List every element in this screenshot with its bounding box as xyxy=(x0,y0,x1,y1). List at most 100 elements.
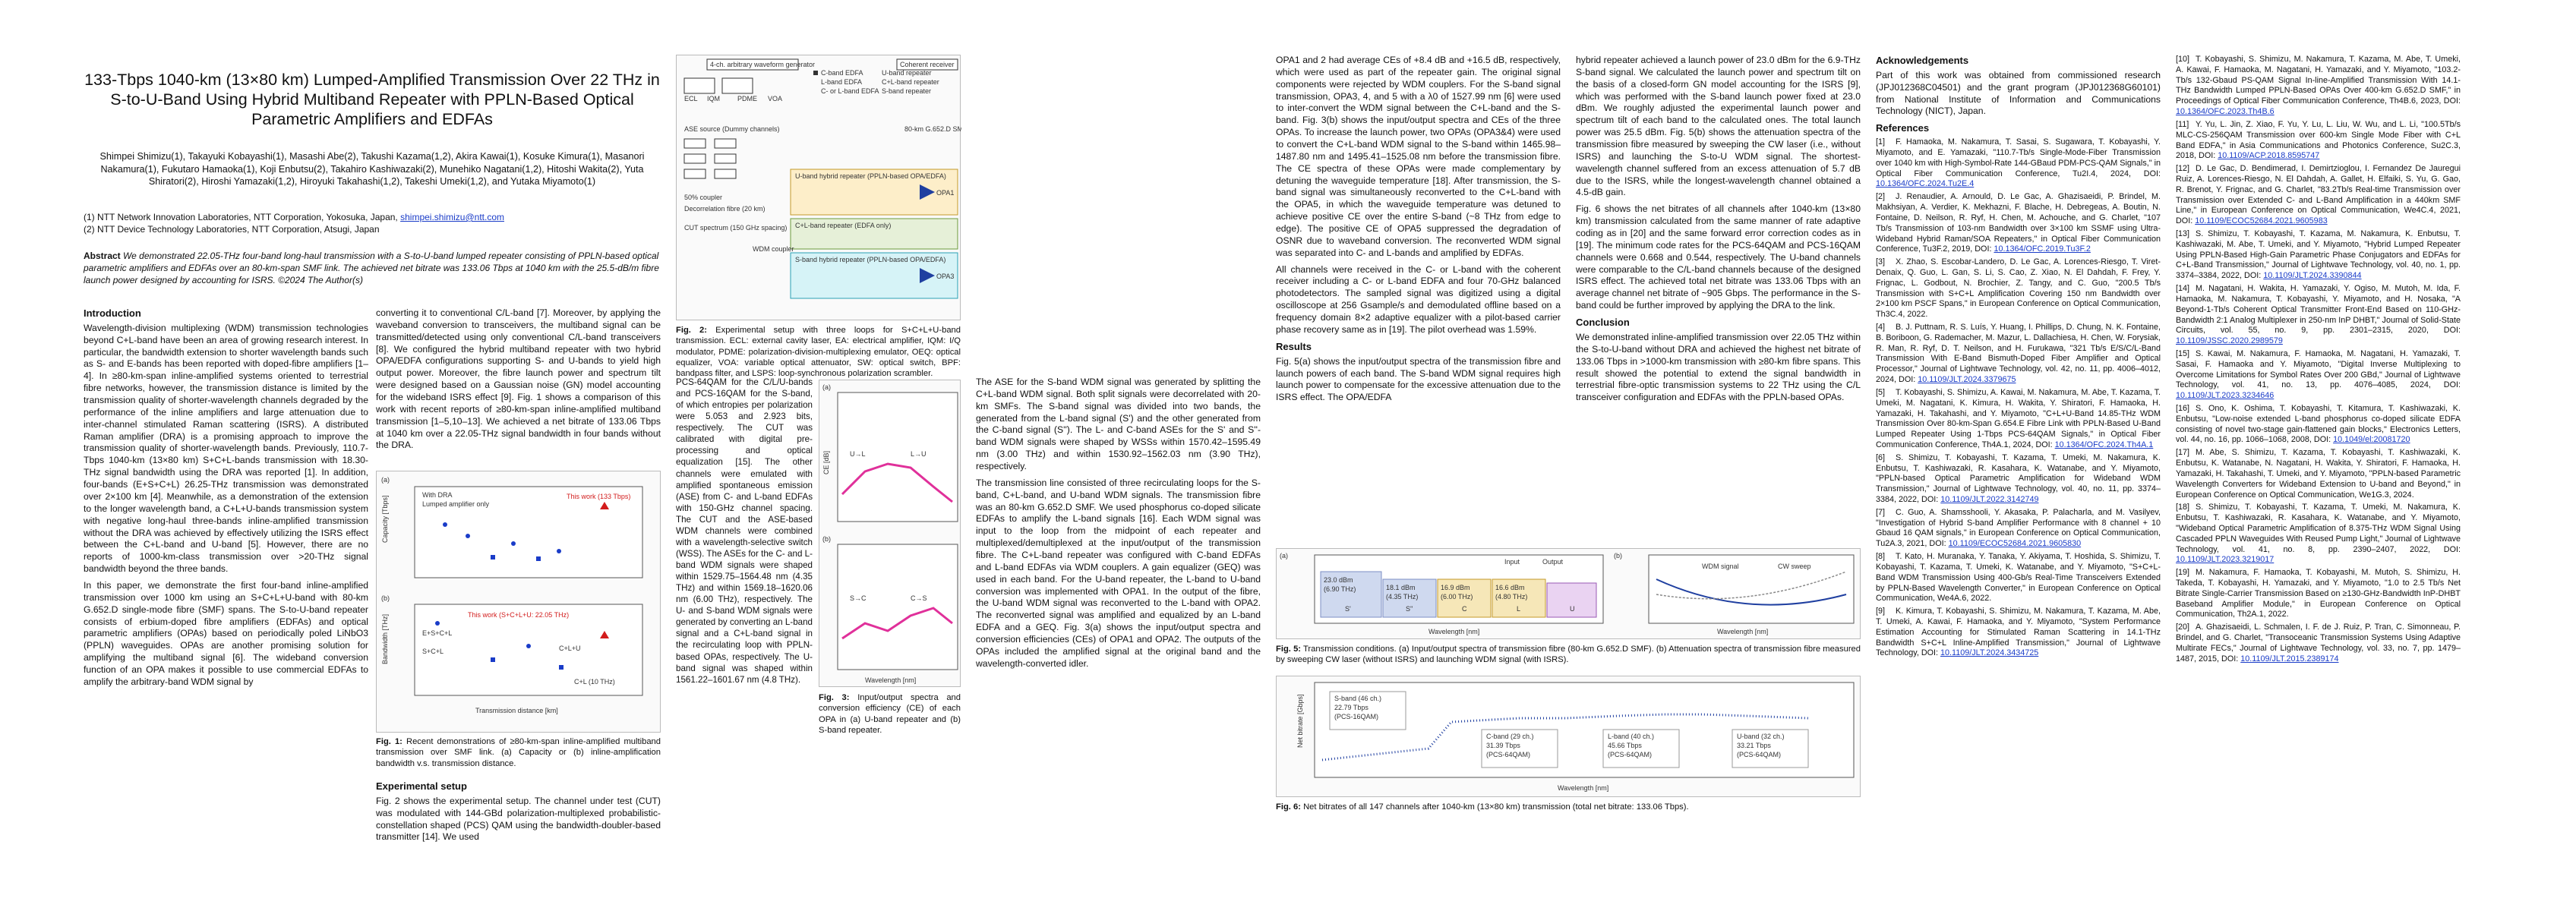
column-4: PCS-64QAM for the C/L/U-bands and PCS-16… xyxy=(676,377,813,690)
fig2-ase-label: ASE source (Dummy channels) xyxy=(684,125,780,133)
ack-heading: Acknowledgements xyxy=(1876,55,1969,66)
reference-doi-link[interactable]: 10.1364/OFC.2024.Th4A.1 xyxy=(2054,440,2154,449)
reference-doi-link[interactable]: 10.1049/el:20081720 xyxy=(2333,435,2410,445)
fig6-ylabel: Net bitrate [Gbps] xyxy=(1296,694,1304,748)
reference-item: [20]A. Ghazisaeidi, L. Schmalen, I. F. d… xyxy=(2176,623,2461,664)
reference-doi-link[interactable]: 10.1109/ECOC52684.2021.9605830 xyxy=(1948,539,2082,549)
fig1-b-ann-2: S+C+L xyxy=(422,648,444,655)
reference-item: [14]M. Nagatani, H. Wakita, H. Yamazaki,… xyxy=(2176,284,2461,346)
fig2-opa3-label: OPA3 xyxy=(936,273,954,280)
fig5-s1-power: 23.0 dBm xyxy=(1324,576,1353,584)
fig6-u-name: U-band (32 ch.) xyxy=(1737,733,1785,740)
fig3-caption-label: Fig. 3: xyxy=(819,693,850,702)
fig1-a-point xyxy=(466,534,470,538)
fig1-panel-b-label: (b) xyxy=(381,594,390,602)
fig2-bwd2-block xyxy=(721,77,753,94)
reference-doi-link[interactable]: 10.1109/JLT.2024.3434725 xyxy=(1940,648,2039,658)
fig2-cut-label: CUT spectrum (150 GHz spacing) xyxy=(684,224,787,232)
fig6-c-fmt: (PCS-64QAM) xyxy=(1486,751,1530,758)
figure-6-plot: Net bitrate [Gbps] S-band (46 ch.) 22.79… xyxy=(1296,682,1855,792)
fig1-b-ann-1: E+S+C+L xyxy=(422,629,452,637)
email-link[interactable]: shimpei.shimizu@ntt.com xyxy=(400,212,504,222)
references-heading: References xyxy=(1876,122,1930,134)
reference-item: [5]T. Kobayashi, S. Shimizu, A. Kawai, M… xyxy=(1876,387,2161,449)
fig5-band-block xyxy=(1382,578,1437,618)
fig2-opa3-icon xyxy=(920,268,935,283)
exp-paragraph: Fig. 2 shows the experimental setup. The… xyxy=(376,795,661,843)
figure-1-caption: Fig. 1: Recent demonstrations of ≥80-km-… xyxy=(376,736,661,769)
fig1-b-point xyxy=(559,665,564,670)
reference-doi-link[interactable]: 10.1109/JLT.2022.3142749 xyxy=(1940,495,2039,505)
fig3-b-lbl1: S→C xyxy=(850,594,867,602)
reference-doi-link[interactable]: 10.1109/JLT.2024.3379675 xyxy=(1918,375,2016,385)
fig2-caption-label: Fig. 2: xyxy=(676,326,707,335)
fig1-legend-lumped: Lumped amplifier only xyxy=(422,500,490,508)
col4-paragraph: PCS-64QAM for the C/L/U-bands and PCS-16… xyxy=(676,377,813,685)
fig2-cl-repeater-box xyxy=(790,218,958,250)
fig5-l-label: L xyxy=(1517,605,1520,613)
fig2-legend-cl: C- or L-band EDFA xyxy=(821,87,879,95)
fig6-c-name: C-band (29 ch.) xyxy=(1486,733,1534,740)
fig1-ylabel-b: Bandwidth [THz] xyxy=(381,614,389,664)
fig6-xlabel: Wavelength [nm] xyxy=(1558,784,1608,792)
intro-heading: Introduction xyxy=(84,307,141,319)
fig2-wss-block xyxy=(714,138,737,149)
fig6-s-name: S-band (46 ch.) xyxy=(1334,695,1381,702)
fig6-l-name: L-band (40 ch.) xyxy=(1608,733,1654,740)
reference-item: [8]T. Kato, H. Muranaka, Y. Tanaka, Y. A… xyxy=(1876,552,2161,604)
fig1-axes-b xyxy=(414,604,643,696)
fig1-a-point xyxy=(443,522,447,527)
paper-title: 133-Tbps 1040-km (13×80 km) Lumped-Ampli… xyxy=(84,71,660,129)
ack-paragraph: Part of this work was obtained from comm… xyxy=(1876,69,2161,117)
figure-1-plot: (a) Capacity [Tbps] This work (133 Tbps)… xyxy=(381,476,643,714)
fig2-pdme-label: PDME xyxy=(737,95,757,102)
abstract-text: We demonstrated 22.05-THz four-band long… xyxy=(84,251,659,285)
fig2-wss-block xyxy=(714,169,737,179)
reference-doi-link[interactable]: 10.1364/OFC.2019.Tu3F.2 xyxy=(1994,244,2091,254)
column-5: The ASE for the S-band WDM signal was ge… xyxy=(976,377,1261,675)
fig5-u-label: U xyxy=(1570,605,1575,613)
reference-item: [19]M. Nakamura, F. Hamaoka, T. Kobayash… xyxy=(2176,568,2461,619)
reference-doi-link[interactable]: 10.1109/JSSC.2020.2989579 xyxy=(2176,336,2283,346)
fig2-geq-wss-chain xyxy=(683,138,737,179)
reference-doi-link[interactable]: 10.1109/JLT.2024.3390844 xyxy=(2263,271,2362,281)
figure-3-caption: Fig. 3: Input/output spectra and convers… xyxy=(819,692,961,736)
reference-item: [15]S. Kawai, M. Nakamura, F. Hamaoka, M… xyxy=(2176,348,2461,401)
reference-doi-link[interactable]: 10.1364/OFC.2024.Tu2E.4 xyxy=(1876,179,1975,189)
fig2-geq-block xyxy=(683,169,706,179)
reference-item: [9]K. Kimura, T. Kobayashi, S. Shimizu, … xyxy=(1876,607,2161,658)
fig5-band-block xyxy=(1492,578,1546,618)
fig6-l-fmt: (PCS-64QAM) xyxy=(1608,751,1652,758)
reference-doi-link[interactable]: 10.1364/OFC.2023.Th4B.6 xyxy=(2176,107,2275,117)
fig5-band-block xyxy=(1546,582,1597,618)
fig6-u-fmt: (PCS-64QAM) xyxy=(1737,751,1781,758)
fig3-xlabel: Wavelength [nm] xyxy=(865,676,916,684)
fig5-caption-text: Transmission conditions. (a) Input/outpu… xyxy=(1276,645,1861,665)
fig5-l-power: 16.6 dBm xyxy=(1495,584,1525,591)
fig6-l-rate: 45.66 Tbps xyxy=(1608,742,1642,749)
abstract-label: Abstract xyxy=(84,251,121,261)
fig2-fibre-label: 80-km G.652.D SMF xyxy=(904,125,961,133)
fig1-b-point xyxy=(435,621,440,626)
reference-doi-link[interactable]: 10.1109/JLT.2023.3234646 xyxy=(2176,391,2275,401)
fig1-a-point xyxy=(557,549,561,553)
fig1-b-this-work-label: This work (S+C+L+U: 22.05 THz) xyxy=(468,611,569,619)
reference-item: [18]S. Shimizu, T. Kobayashi, T. Kazama,… xyxy=(2176,503,2461,565)
fig3-a-lbl2: L→U xyxy=(911,450,927,458)
reference-doi-link[interactable]: 10.1109/ECOC52684.2021.9605983 xyxy=(2195,216,2328,226)
fig1-b-point xyxy=(491,657,495,662)
reference-doi-link[interactable]: 10.1109/JLT.2015.2389174 xyxy=(2240,654,2339,664)
column-7: hybrid repeater achieved a launch power … xyxy=(1576,55,1861,408)
reference-doi-link[interactable]: 10.1109/ACP.2018.8595747 xyxy=(2218,151,2320,161)
col7-paragraph-2: Fig. 6 shows the net bitrates of all cha… xyxy=(1576,203,1861,311)
fig2-legend-ur: U-band repeater xyxy=(882,69,932,77)
intro-paragraph-2: In this paper, we demonstrate the first … xyxy=(84,579,368,687)
reference-doi-link[interactable]: 10.1109/JLT.2023.3219017 xyxy=(2176,555,2275,565)
reference-item: [10]T. Kobayashi, S. Shimizu, M. Nakamur… xyxy=(2176,55,2461,117)
fig2-awg-label: 4-ch. arbitrary waveform generator xyxy=(710,61,815,68)
reference-item: [1]F. Hamaoka, M. Nakamura, T. Sasai, S.… xyxy=(1876,137,2161,189)
fig1-b-ann-3: C+L+U xyxy=(559,645,581,652)
figure-5: (a) 23.0 dBm (6.90 THz) S' 18.1 dBm (4.3… xyxy=(1276,548,1861,639)
reference-item: [13]S. Shimizu, T. Kobayashi, T. Kazama,… xyxy=(2176,229,2461,281)
